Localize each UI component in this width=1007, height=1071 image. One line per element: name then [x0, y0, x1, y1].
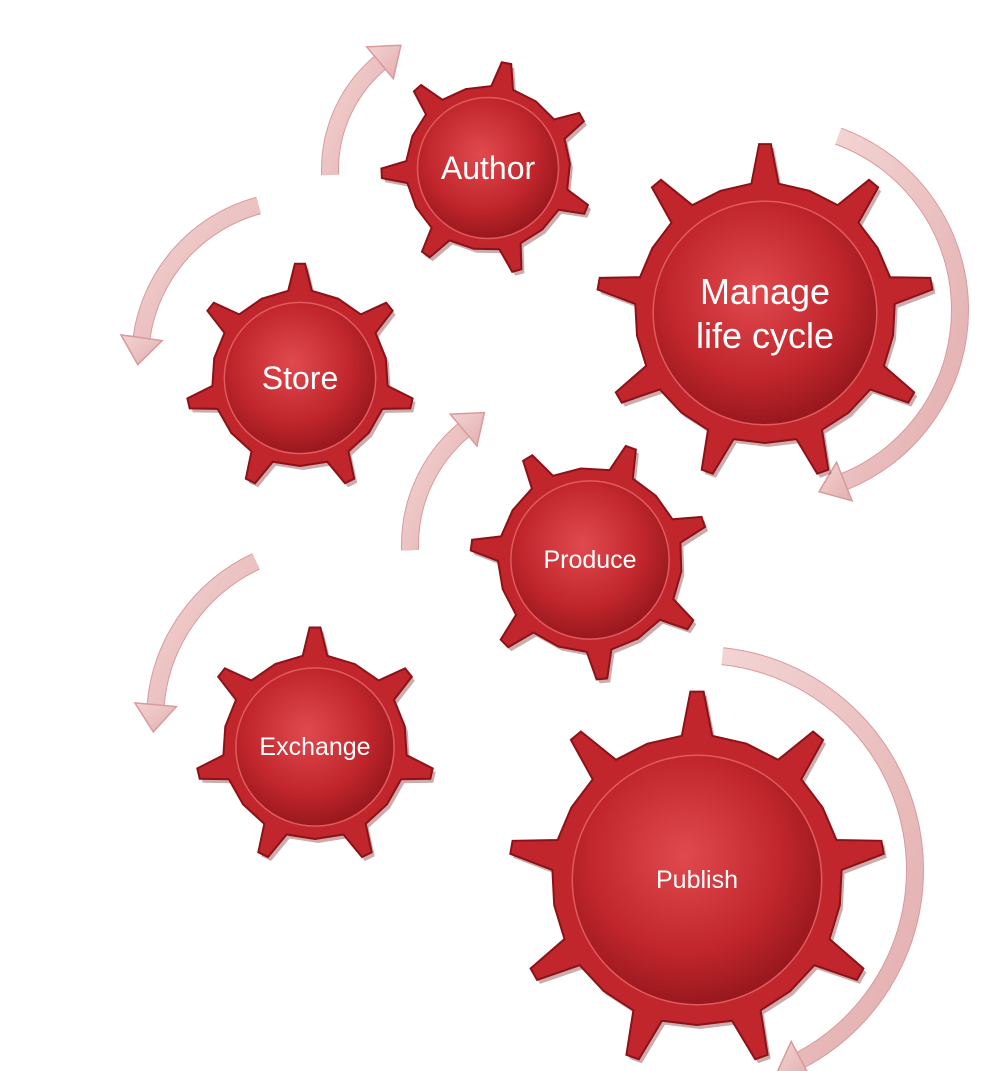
gear-label-store: Store	[262, 360, 338, 396]
arrow-store	[119, 196, 262, 366]
gear-label-line: Publish	[656, 866, 738, 894]
arrow-exchange	[133, 553, 260, 734]
gear-label-publish: Publish	[656, 866, 738, 894]
gear-label-line: Author	[441, 150, 536, 186]
arrow-manage	[817, 127, 969, 502]
gear-label-line: life cycle	[696, 315, 834, 356]
gear-label-author: Author	[441, 150, 536, 186]
gear-label-line: Manage	[700, 271, 830, 312]
cycle-arrows	[119, 44, 969, 1071]
gear-publish: Publish	[509, 690, 887, 1064]
gear-exchange: Exchange	[196, 626, 436, 861]
gear-label-line: Exchange	[259, 733, 370, 761]
gear-label-exchange: Exchange	[259, 733, 370, 761]
gear-label-produce: Produce	[543, 546, 636, 574]
gear-label-line: Produce	[543, 546, 636, 574]
gear-label-line: Store	[262, 360, 338, 396]
gear-author: Author	[380, 61, 591, 276]
arrow-produce	[401, 411, 486, 551]
arrow-author	[321, 44, 402, 176]
gear-produce: Produce	[469, 444, 708, 684]
gear-store: Store	[186, 262, 416, 488]
arrow-publish	[721, 647, 924, 1071]
